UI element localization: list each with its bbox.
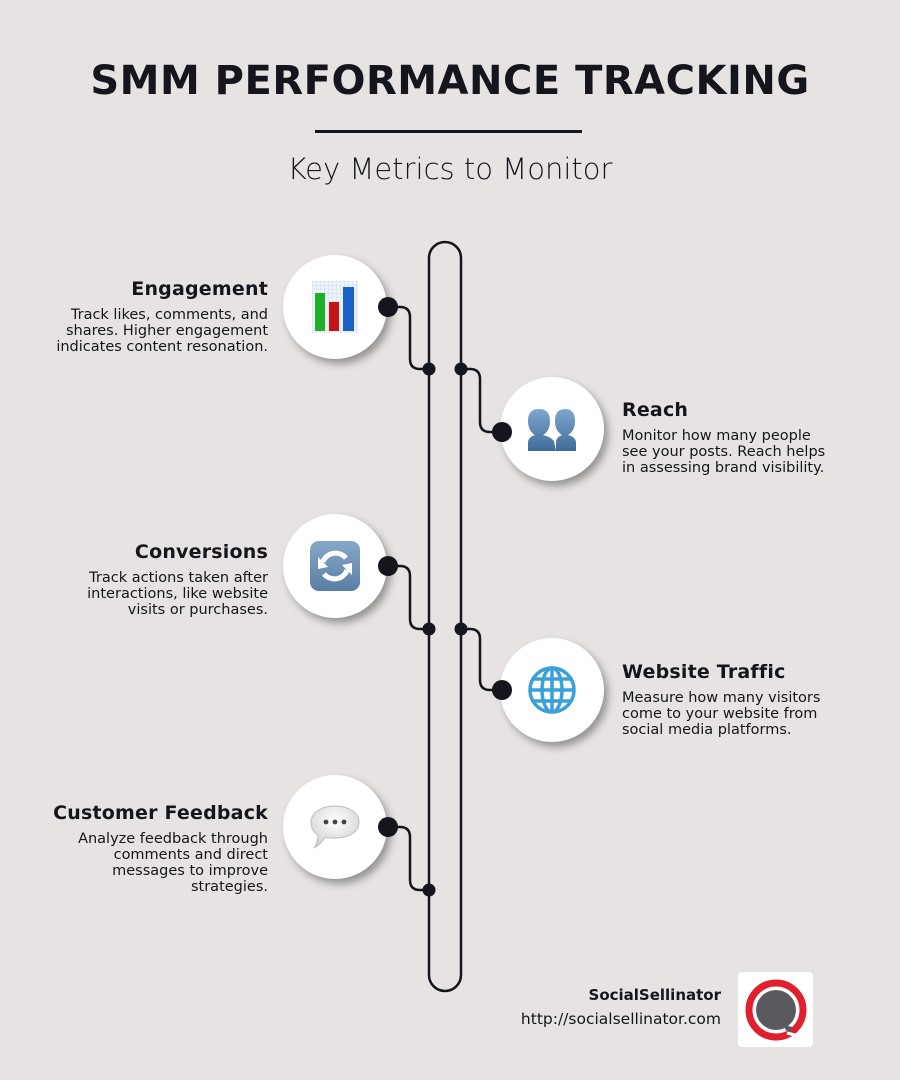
conversions-node [283,514,387,618]
metric-description: Measure how many visitors come to your w… [622,690,821,738]
chat-logo-icon [745,979,806,1040]
metric-title: Website Traffic [622,661,786,683]
metric-description: Track actions taken after interactions, … [87,570,268,618]
reach-node [500,377,604,481]
brand-logo [738,972,813,1047]
metric-title: Conversions [134,541,268,563]
brand-block: SocialSellinator http://socialsellinator… [521,986,721,1028]
website-traffic-connector-dot [492,680,512,700]
conversions-connector-dot [378,556,398,576]
brand-name: SocialSellinator [588,986,721,1004]
page-title: SMM PERFORMANCE TRACKING [90,58,810,104]
metric-title: Engagement [131,278,268,300]
brand-url[interactable]: http://socialsellinator.com [520,1010,721,1028]
metric-title: Customer Feedback [53,802,268,824]
people-icon [528,409,576,451]
metric-description: Track likes, comments, and shares. Highe… [56,307,268,355]
metric-reach: Reach Monitor how many people see your p… [622,399,852,476]
metric-title: Reach [622,399,689,421]
engagement-connector-dot [378,297,398,317]
reach-connector-dot [492,422,512,442]
metric-website-traffic: Website Traffic Measure how many visitor… [622,661,852,738]
customer-feedback-node [283,775,387,879]
bar-chart-icon [312,281,358,333]
metric-conversions: Conversions Track actions taken after in… [28,541,268,618]
website-traffic-node [500,638,604,742]
metric-description: Analyze feedback through comments and di… [78,831,268,895]
globe-icon [528,666,576,714]
speech-bubble-icon [310,805,360,849]
refresh-arrows-icon [310,541,360,591]
page-subtitle: Key Metrics to Monitor [287,152,613,186]
customer-feedback-connector-dot [378,817,398,837]
metric-customer-feedback: Customer Feedback Analyze feedback throu… [28,802,268,895]
metric-description: Monitor how many people see your posts. … [622,428,826,476]
title-divider [315,130,582,133]
engagement-node [283,255,387,359]
metric-engagement: Engagement Track likes, comments, and sh… [28,278,268,355]
